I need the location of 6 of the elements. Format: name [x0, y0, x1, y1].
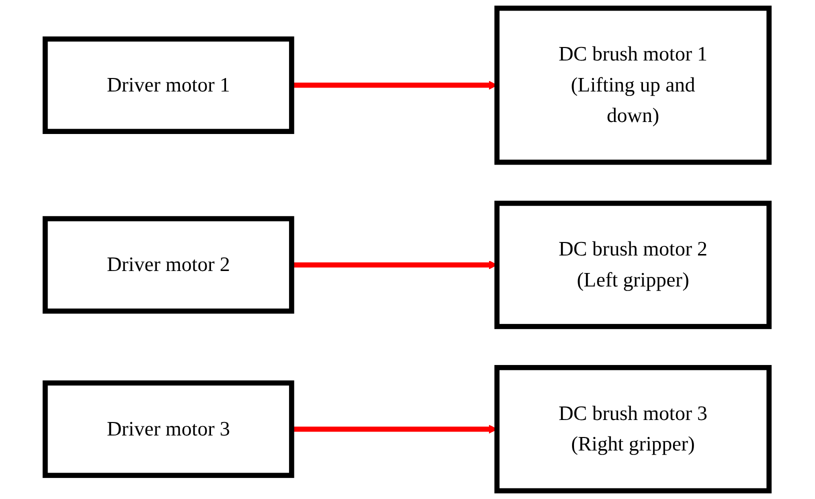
node-box: Driver motor 2 — [43, 216, 295, 314]
node-box: Driver motor 3 — [43, 380, 295, 478]
node-box: DC brush motor 1 (Lifting up and down) — [494, 6, 772, 165]
node-box: Driver motor 1 — [43, 36, 295, 134]
node-box: DC brush motor 3 (Right gripper) — [494, 365, 772, 494]
node-box: DC brush motor 2 (Left gripper) — [494, 200, 772, 330]
